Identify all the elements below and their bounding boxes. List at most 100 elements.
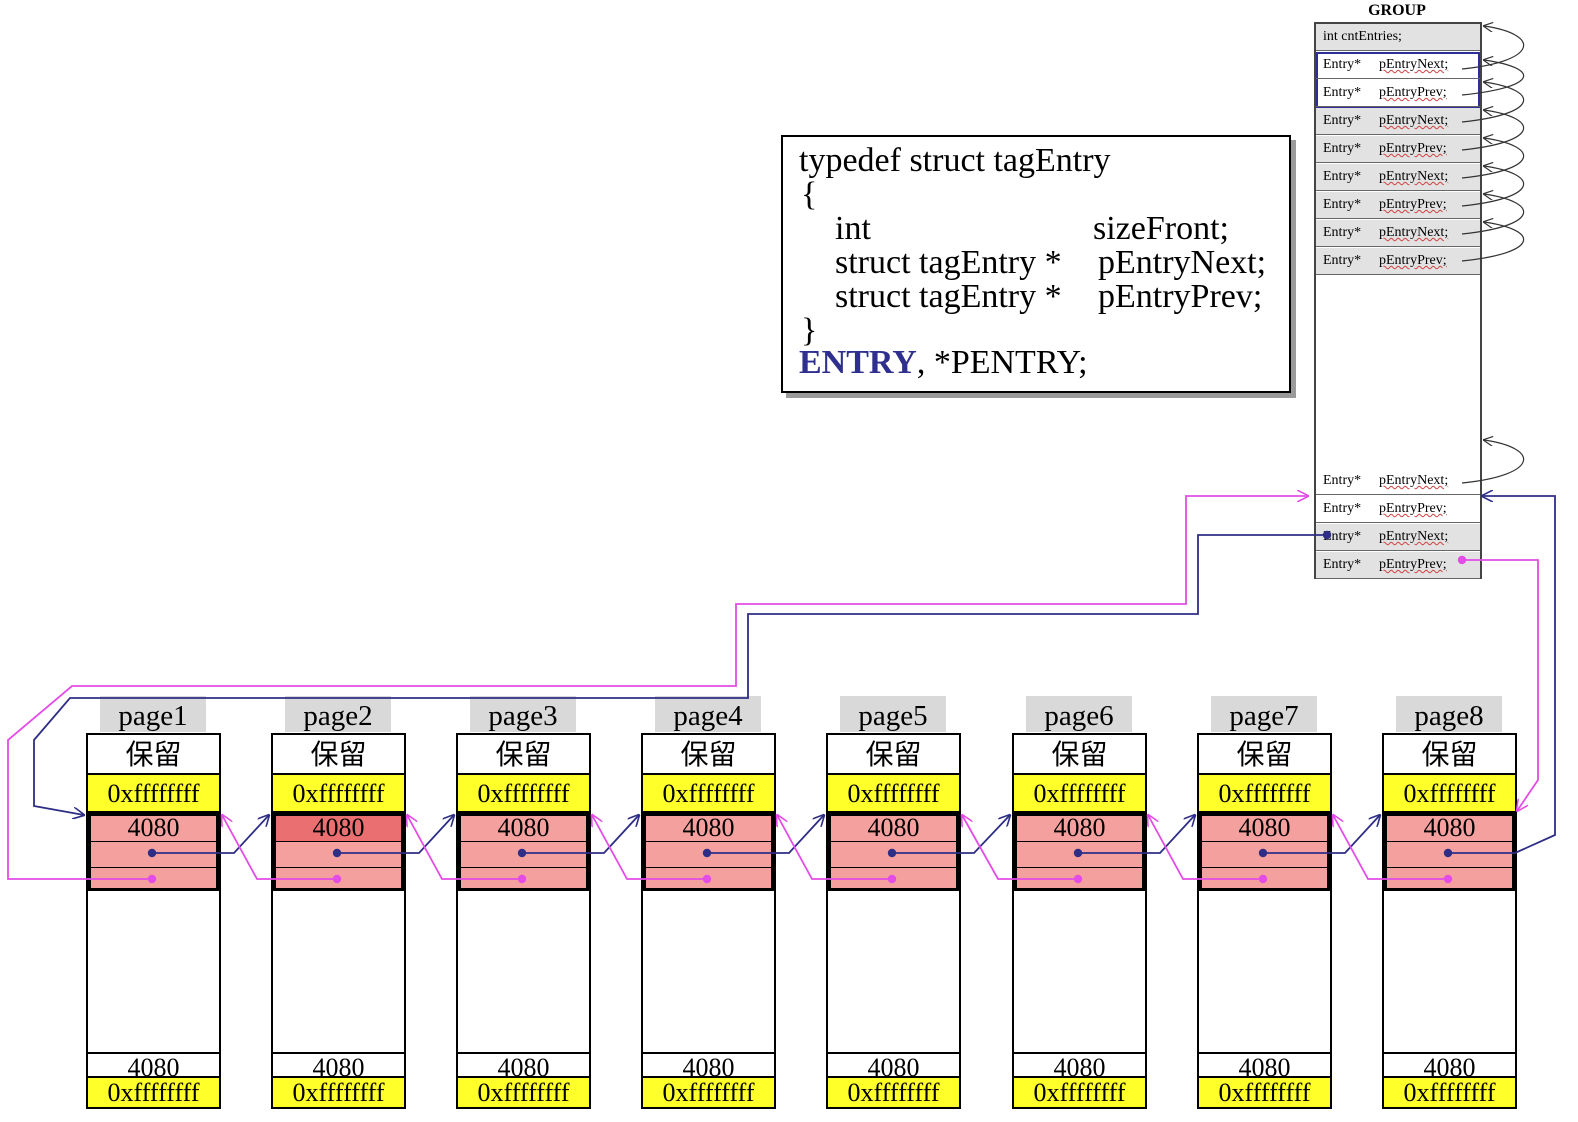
field-sizefront-type: int [835, 210, 871, 247]
prev-pointer-dot [702, 874, 712, 884]
group-row-prev: Entry*pEntryPrev; [1316, 192, 1480, 219]
prev-pointer-dot [332, 874, 342, 884]
field-sizefront-name: sizeFront; [1093, 210, 1229, 247]
top-marker-cell: 0xffffffff [273, 775, 404, 813]
size-end-cell: 4080 [458, 1052, 589, 1082]
size-front-cell: 4080 [1202, 815, 1327, 842]
group-highlight-frame [1316, 52, 1480, 108]
group-row-type: Entry* [1323, 113, 1362, 128]
reserved-cell: 保留 [643, 735, 774, 775]
prev-link-arrow [222, 815, 337, 880]
group-row-type: Entry* [1323, 141, 1362, 156]
self-loop-arrow [1461, 440, 1525, 484]
next-link-arrow [892, 815, 1010, 854]
prev-link-arrow [407, 815, 522, 880]
prev-link-arrow [1148, 815, 1263, 880]
group-row-prev: Entry* pEntryPrev; [1316, 496, 1480, 523]
next-link-arrow [1263, 815, 1380, 854]
reserved-cell: 保留 [458, 735, 589, 775]
typename-keyword: ENTRY [799, 344, 917, 381]
field-pentrynext-name: pEntryNext; [1098, 244, 1267, 281]
bottom-marker-cell: 0xffffffff [828, 1078, 959, 1107]
top-marker-cell: 0xffffffff [1384, 775, 1515, 813]
group-row-field: pEntryNext; [1379, 169, 1449, 184]
self-loop-arrow [1461, 26, 1525, 70]
bottom-marker-cell: 0xffffffff [273, 1078, 404, 1107]
group-count-row: int cntEntries; [1316, 24, 1480, 51]
group-row-prev: Entry* pEntryPrev; [1316, 136, 1480, 163]
page-entry-links [7, 496, 1556, 884]
reserved-cell: 保留 [1014, 735, 1145, 775]
struct-open-brace: { [801, 176, 818, 213]
self-loop-arrow [1461, 222, 1525, 262]
group-row-next: Entry* pEntryNext; [1316, 468, 1480, 495]
group-row-field: pEntryNext; [1379, 473, 1449, 488]
struct-definition-box: typedef struct tagEntry { int sizeFront;… [781, 135, 1291, 393]
self-loop-arrow [1461, 138, 1525, 179]
bottom-marker-cell: 0xffffffff [1384, 1078, 1515, 1107]
size-front-cell: 4080 [91, 815, 216, 842]
self-loop-arrow [1461, 60, 1525, 96]
size-end-cell: 4080 [828, 1052, 959, 1082]
group-row-type: Entry* [1323, 473, 1362, 488]
page-label: page3 [470, 696, 576, 732]
field-pentryprev-type: struct tagEntry * [835, 278, 1062, 315]
reserved-cell: 保留 [88, 735, 219, 775]
top-marker-cell: 0xffffffff [458, 775, 589, 813]
page-label: page7 [1211, 696, 1317, 732]
next-pointer-cell [646, 842, 771, 868]
prev-pointer-dot [1258, 874, 1268, 884]
tail-next-link-arrow [1448, 496, 1556, 854]
page-label: page5 [840, 696, 946, 732]
prev-link-arrow [962, 815, 1078, 880]
group-row-field: pEntryPrev; [1379, 141, 1447, 156]
bottom-marker-cell: 0xffffffff [1014, 1078, 1145, 1107]
next-pointer-cell [1202, 842, 1327, 868]
bottom-marker-cell: 0xffffffff [1199, 1078, 1330, 1107]
group-row-field: pEntryPrev; [1379, 253, 1447, 268]
next-link-arrow [522, 815, 639, 854]
group-row-prev: Entry*pEntryPrev; [1316, 80, 1480, 107]
page-label: page2 [285, 696, 391, 732]
bottom-marker-cell: 0xffffffff [88, 1078, 219, 1107]
group-row-field: pEntryPrev; [1379, 501, 1447, 516]
page-label: page8 [1396, 696, 1502, 732]
size-front-cell: 4080 [831, 815, 956, 842]
free-entry-block: 4080 [828, 813, 959, 891]
field-pentryprev-name: pEntryPrev; [1098, 278, 1263, 315]
self-loop-arrow [1461, 110, 1525, 151]
group-count-field: int cntEntries; [1323, 29, 1402, 44]
struct-header-line: typedef struct tagEntry [799, 142, 1111, 179]
top-marker-cell: 0xffffffff [828, 775, 959, 813]
page-label: page6 [1026, 696, 1132, 732]
next-pointer-cell [1387, 842, 1512, 868]
top-marker-cell: 0xffffffff [1199, 775, 1330, 813]
top-marker-cell: 0xffffffff [88, 775, 219, 813]
group-row-next: Entry*pEntryNext; [1316, 164, 1480, 191]
group-row-type: Entry* [1323, 501, 1362, 516]
size-front-cell: 4080 [276, 815, 401, 842]
size-end-cell: 4080 [1199, 1052, 1330, 1082]
group-row-field: pEntryPrev; [1379, 85, 1447, 100]
next-pointer-cell [276, 842, 401, 868]
group-row-field: pEntryPrev; [1379, 557, 1447, 572]
size-front-cell: 4080 [646, 815, 771, 842]
head-next-link-arrow [33, 534, 1327, 815]
size-end-cell: 4080 [643, 1052, 774, 1082]
reserved-cell: 保留 [1199, 735, 1330, 775]
next-pointer-cell [1017, 842, 1142, 868]
next-link-arrow [707, 815, 824, 854]
next-link-arrow [1078, 815, 1195, 854]
reserved-cell: 保留 [828, 735, 959, 775]
size-front-cell: 4080 [1017, 815, 1142, 842]
group-title: GROUP [1368, 2, 1426, 19]
struct-close-brace: } [801, 312, 818, 349]
group-self-loops [1461, 26, 1525, 484]
group-prev-pointer-dot [1457, 555, 1467, 565]
self-loop-arrow [1461, 194, 1525, 235]
